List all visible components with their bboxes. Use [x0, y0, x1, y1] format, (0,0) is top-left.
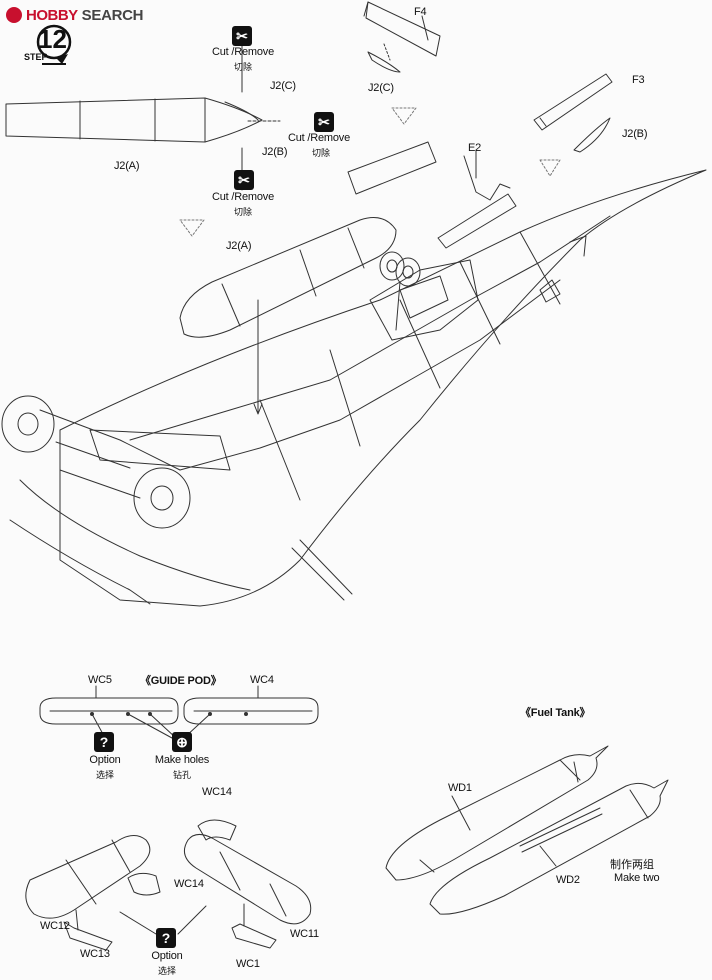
part-j2a-pod	[179, 217, 397, 415]
part-j2c-small	[367, 51, 401, 73]
guide-pod-wc5	[39, 685, 179, 725]
part-label-wc12: WC12	[40, 920, 70, 932]
guide-pod-title: 《GUIDE POD》	[140, 675, 222, 687]
make-holes-cn: 钻孔	[172, 771, 191, 781]
cut-remove-label-1: Cut /Remove	[212, 46, 274, 58]
cockpit-area	[369, 259, 479, 341]
cut-remove-cn-1: 切除	[234, 63, 253, 73]
drill-icon: ⊕	[172, 732, 192, 752]
option-cn: 选择	[95, 771, 114, 781]
make-two-cn: 制作两组	[610, 858, 654, 871]
part-label-wc14-left: WC14	[174, 878, 204, 890]
cut-remove-icon: ✂	[234, 170, 254, 190]
option-label: Option	[89, 754, 121, 766]
part-j2b-small	[573, 117, 611, 153]
part-label-e2: E2	[468, 142, 482, 154]
cut-remove-icon: ✂	[232, 26, 252, 46]
step-badge-shape	[36, 24, 72, 65]
part-label-wc11: WC11	[290, 928, 319, 940]
part-label-j2b-2: J2(B)	[622, 128, 648, 140]
fuel-tank-wd2	[429, 779, 669, 915]
front-landing-gear	[379, 251, 421, 331]
part-e2	[347, 141, 517, 249]
part-f4	[363, 1, 441, 57]
part-label-wc13: WC13	[80, 948, 110, 960]
part-label-wc14-top: WC14	[202, 786, 232, 798]
logo-text-search: SEARCH	[81, 6, 144, 24]
part-label-f4: F4	[414, 6, 427, 18]
fuel-tank-callouts	[451, 761, 579, 867]
main-landing-gear	[1, 395, 231, 529]
part-label-j2a-1: J2(A)	[114, 160, 140, 172]
hobby-search-logo-icon	[6, 7, 22, 23]
question-mark-icon: ?	[94, 732, 114, 752]
fuel-tank-title: 《Fuel Tank》	[520, 707, 591, 719]
cut-remove-label-3: Cut /Remove	[212, 191, 274, 203]
cut-remove-icon: ✂	[314, 112, 334, 132]
guide-pod-assembly-left	[25, 835, 161, 951]
part-label-j2c-2: J2(C)	[368, 82, 394, 94]
part-label-j2a-2: J2(A)	[226, 240, 252, 252]
step-badge: 12 STEP	[22, 24, 72, 70]
direction-arrows	[179, 107, 561, 237]
part-f3	[533, 73, 613, 131]
question-mark-icon: ?	[156, 928, 176, 948]
option2-cn: 选择	[157, 967, 176, 977]
part-label-wd2: WD2	[556, 874, 580, 886]
logo-text-hobby: HOBBY	[26, 6, 78, 24]
part-label-f3: F3	[632, 74, 645, 86]
guide-pod-option-lines	[119, 905, 207, 935]
part-label-wd1: WD1	[448, 782, 472, 794]
hobby-search-logo: HOBBY SEARCH	[6, 6, 144, 24]
step-number: 12	[38, 24, 67, 54]
make-two-label: Make two	[614, 872, 660, 884]
guide-pod-assembly-right	[183, 819, 312, 949]
part-label-j2b-1: J2(B)	[262, 146, 288, 158]
make-holes-label: Make holes	[154, 754, 210, 766]
cut-remove-cn-2: 切除	[312, 149, 331, 159]
part-label-wc5: WC5	[88, 674, 112, 686]
step-label: STEP	[24, 52, 48, 62]
fuselage	[9, 169, 707, 607]
guide-pod-wc4	[183, 685, 319, 725]
part-label-wc4: WC4	[250, 674, 274, 686]
part-label-j2c-1: J2(C)	[270, 80, 296, 92]
cut-remove-cn-3: 切除	[234, 208, 253, 218]
part-label-wc1: WC1	[236, 958, 260, 970]
cut-remove-label-2: Cut /Remove	[288, 132, 350, 144]
option2-label: Option	[151, 950, 183, 962]
part-j2a-side-view	[5, 39, 281, 191]
